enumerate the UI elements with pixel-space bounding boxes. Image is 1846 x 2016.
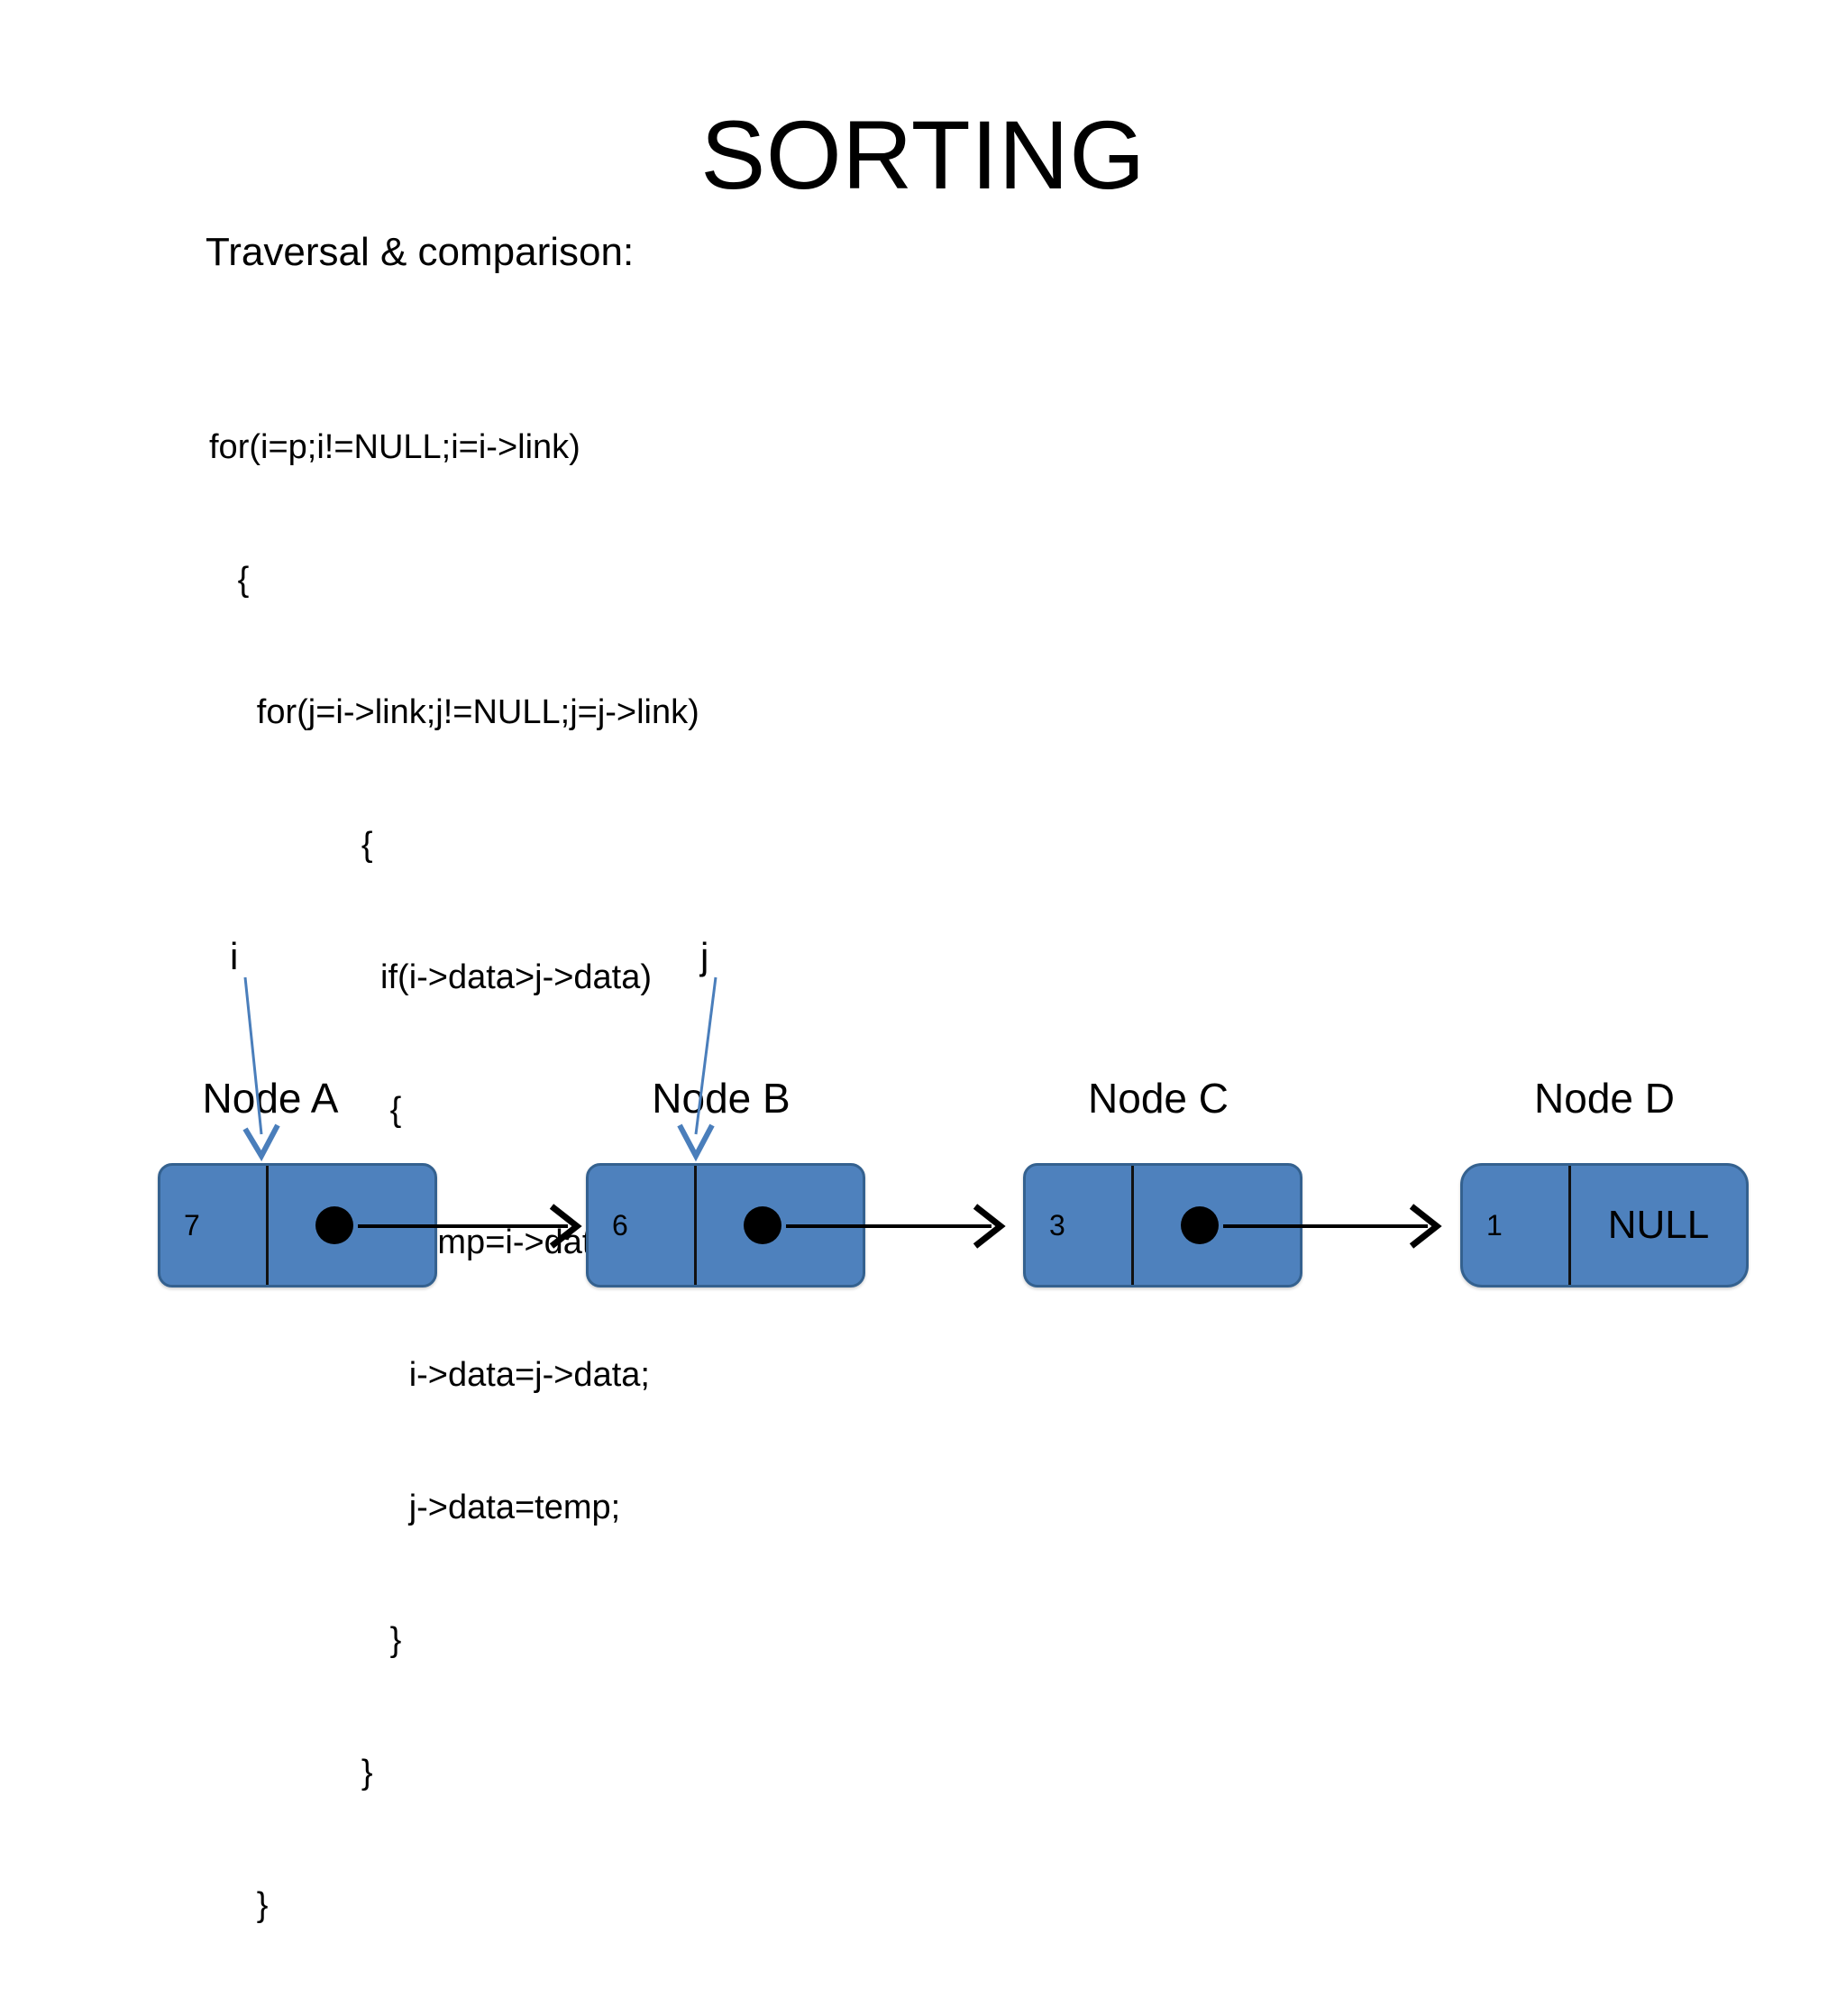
code-line: j->data=temp; [209,1489,621,1526]
code-line: i->data=j->data; [209,1356,650,1394]
node-d-null-label: NULL [1607,1203,1710,1247]
code-line: } [209,1886,269,1924]
node-caption-b: Node B [652,1075,790,1122]
node-d-data-cell: 1 [1463,1166,1571,1285]
pointer-label-i: i [230,935,239,977]
pointer-dot-icon [744,1206,781,1244]
code-line: for(i=p;i!=NULL;i=i->link) [209,428,580,466]
node-caption-d: Node D [1534,1075,1675,1122]
node-a-data-cell: 7 [160,1166,269,1285]
code-line: for(j=i->link;j!=NULL;j=j->link) [209,693,699,731]
node-a-link-cell [269,1166,434,1285]
node-caption-a: Node A [202,1075,339,1122]
code-line: { [209,561,250,599]
node-c-link-cell [1134,1166,1300,1285]
node-d-link-cell: NULL [1571,1166,1746,1285]
code-line: } [209,1621,402,1659]
list-node-d: 1 NULL [1460,1163,1749,1287]
node-c-data-cell: 3 [1026,1166,1134,1285]
node-c-value: 3 [1049,1209,1065,1242]
node-caption-c: Node C [1088,1075,1229,1122]
pointer-dot-icon [1181,1206,1219,1244]
node-b-link-cell [697,1166,863,1285]
slide-canvas: SORTING Traversal & comparison: for(i=p;… [158,100,1749,1924]
pointer-dot-icon [315,1206,353,1244]
code-line: if(i->data>j->data) [209,958,653,996]
node-d-value: 1 [1486,1209,1503,1242]
page-title: SORTING [700,100,1146,209]
list-node-b: 6 [586,1163,865,1287]
node-a-value: 7 [184,1209,200,1242]
pointer-label-j: j [700,935,709,977]
node-b-value: 6 [612,1209,628,1242]
code-line: { [209,1091,402,1129]
list-node-a: 7 [158,1163,437,1287]
node-b-data-cell: 6 [589,1166,697,1285]
code-line: { [209,826,373,864]
code-line: } [209,1754,373,1791]
list-node-c: 3 [1023,1163,1302,1287]
code-line: temp=i->data; [408,1223,621,1261]
section-subtitle: Traversal & comparison: [206,230,635,274]
